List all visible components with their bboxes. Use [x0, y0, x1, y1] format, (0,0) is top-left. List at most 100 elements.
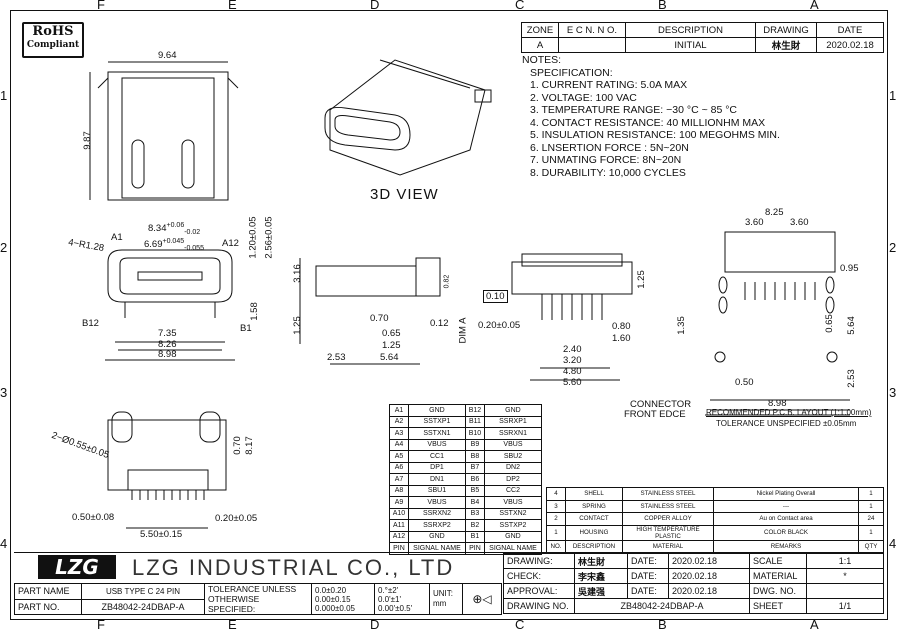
- note-item: 1. CURRENT RATING: 5.0A MAX: [530, 79, 688, 91]
- check-name: 李宋鑫: [574, 568, 628, 584]
- grid-number: 2: [0, 240, 8, 255]
- connector-label: CONNECTOR: [630, 399, 692, 410]
- dim-side-070: 0.70: [370, 313, 389, 324]
- dim-end-480: 4.80: [563, 366, 582, 377]
- part-no: ZB48042-24DBAP-A: [81, 598, 205, 615]
- dim-pcb-825: 8.25: [765, 207, 784, 218]
- dim-158: 1.58: [248, 302, 260, 321]
- dim-side-012: 0.12: [430, 318, 449, 329]
- unit-cell: UNIT:mm: [429, 583, 463, 615]
- dim-side-082: 0.82: [443, 274, 451, 289]
- grid-number: 2: [889, 240, 897, 255]
- dim-pcb-564: 5.64: [845, 316, 857, 335]
- date-value: 2020.02.18: [668, 568, 750, 584]
- dim-top-height: 9.87: [81, 131, 93, 150]
- dim-top-width: 9.64: [158, 50, 177, 61]
- date-label: DATE:: [627, 568, 669, 584]
- end-view: [511, 253, 633, 381]
- flatness-callout: 0.10: [483, 290, 508, 303]
- grid-letter: B: [658, 617, 667, 632]
- label-b12: B12: [82, 318, 99, 329]
- grid-number: 4: [0, 536, 8, 551]
- grid-letter: F: [97, 0, 105, 12]
- note-item: 5. INSULATION RESISTANCE: 100 MEGOHMS MI…: [530, 129, 780, 141]
- company-logo: LZG: [38, 555, 116, 579]
- dim-end-160: 1.60: [612, 333, 631, 344]
- dim-side-065: 0.65: [382, 328, 401, 339]
- date-value: 2020.02.18: [668, 583, 750, 599]
- dim-side-253: 2.53: [327, 352, 346, 363]
- dim-bot-817: 8.17: [243, 436, 255, 455]
- company-name: LZG INDUSTRIAL CO., LTD: [132, 555, 455, 580]
- title-block: LZG LZG INDUSTRIAL CO., LTD DRAWING: 林生財…: [14, 552, 884, 619]
- tolerance-note: TOLERANCE UNSPECIFIED ±0.05mm: [716, 419, 857, 428]
- projection-icon: ⊕◁: [462, 583, 502, 615]
- dim-826: 8.26: [158, 339, 177, 350]
- dim-pcb-065: 0.65: [823, 314, 835, 333]
- revision-table: ZONE E C N. N O. DESCRIPTION DRAWING DAT…: [521, 22, 884, 53]
- spec-title: SPECIFICATION:: [530, 66, 613, 79]
- note-item: 3. TEMPERATURE RANGE: −30 °C ~ 85 °C: [530, 104, 737, 116]
- pcb-layout-title: RECOMMENDED P.C.B. LAYOUT (1:1.00mm): [706, 408, 872, 417]
- label-b1: B1: [240, 323, 252, 334]
- dim-898: 8.98: [158, 349, 177, 360]
- scale-value: 1:1: [806, 553, 884, 569]
- bottom-view: [107, 411, 227, 529]
- revision-row: A INITIAL 林生財 2020.02.18: [521, 37, 884, 53]
- dim-120: 1.20±0.05: [247, 216, 259, 259]
- dim-bot-550: 5.50±0.15: [140, 529, 183, 540]
- top-view: [89, 61, 239, 201]
- dim-end-240: 2.40: [563, 344, 582, 355]
- rohs-title: RoHS: [32, 24, 74, 39]
- sheet-label: SHEET: [749, 598, 807, 614]
- dim-pcb-898: 8.98: [768, 398, 787, 409]
- note-item: 6. LNSERTION FORCE : 5N~20N: [530, 141, 689, 154]
- drawing-label: DRAWING:: [503, 553, 575, 569]
- date-value: 2020.02.18: [668, 553, 750, 569]
- grid-number: 1: [889, 88, 897, 103]
- dim-end-560: 5.60: [563, 377, 582, 388]
- front-view: [105, 249, 235, 361]
- bottom-grid: F E D C B A: [10, 617, 888, 632]
- scale-label: SCALE: [749, 553, 807, 569]
- dim-pcb-253: 2.53: [845, 369, 857, 388]
- approval-name: 吳建强: [574, 583, 628, 599]
- grid-letter: C: [515, 617, 525, 632]
- dim-end-020: 0.20±0.05: [478, 320, 521, 331]
- grid-letter: E: [228, 617, 237, 632]
- dim-side-564: 5.64: [380, 352, 399, 363]
- front-edge-label: FRONT EDCE: [624, 409, 686, 420]
- dim-pcb-135: 1.35: [675, 316, 687, 335]
- dwg-label: DWG. NO.: [749, 583, 807, 599]
- dim-end-125: 1.25: [635, 270, 647, 289]
- note-item: 2. VOLTAGE: 100 VAC: [530, 91, 637, 104]
- notes-block: NOTES: SPECIFICATION: 1. CURRENT RATING:…: [522, 54, 780, 179]
- grid-letter: B: [658, 0, 667, 12]
- approval-label: APPROVAL:: [503, 583, 575, 599]
- dim-bot-070: 0.70: [231, 436, 243, 455]
- label-a12: A12: [222, 238, 239, 249]
- dwg-value: [806, 583, 884, 599]
- angle-tolerance: 0.°±2'0.0'±1'0.00'±0.5': [374, 583, 430, 615]
- 3d-view-label: 3D VIEW: [370, 186, 439, 203]
- note-item: 4. CONTACT RESISTANCE: 40 MILLIONHM MAX: [530, 116, 766, 129]
- check-label: CHECK:: [503, 568, 575, 584]
- dim-pcb-360b: 3.60: [790, 217, 809, 228]
- note-item: 8. DURABILITY: 10,000 CYCLES: [530, 166, 686, 179]
- grid-number: 3: [0, 385, 8, 400]
- date-label: DATE:: [627, 583, 669, 599]
- grid-number: 1: [0, 88, 8, 103]
